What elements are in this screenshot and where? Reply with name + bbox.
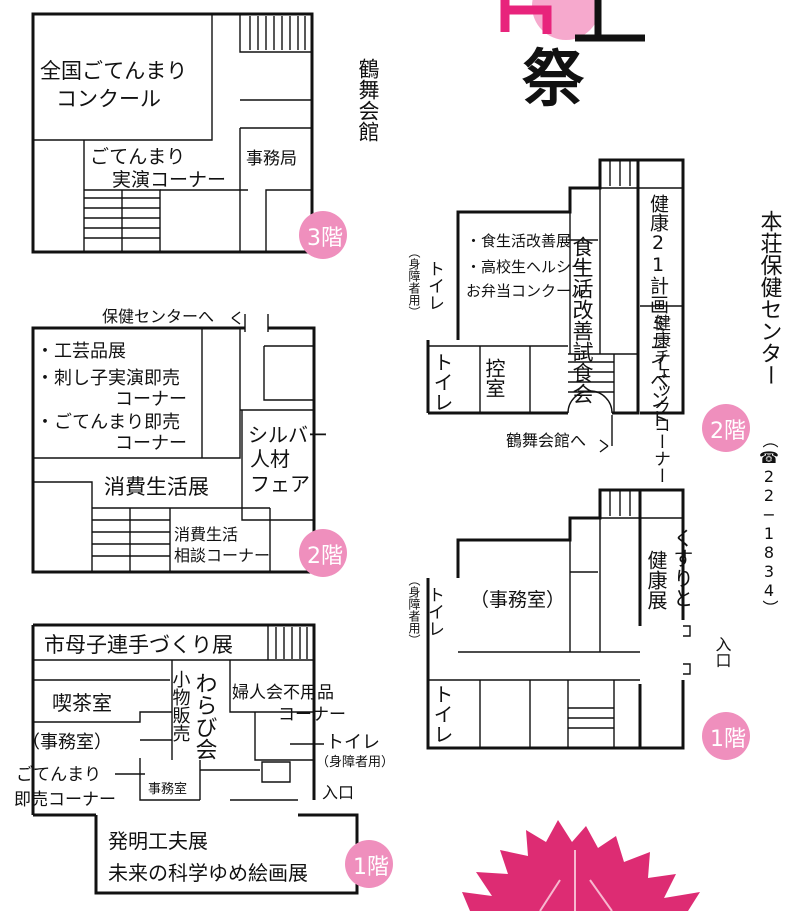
maple-leaf-illustration — [462, 820, 700, 911]
2f-consult-line2: 相談コーナー — [174, 546, 270, 565]
hc2f-toilet: トイレ — [430, 352, 454, 412]
1f-boshi: 市母子連手づくり展 — [44, 633, 233, 657]
3f-office: 事務局 — [246, 149, 297, 169]
1f-cafe: 喫茶室 — [52, 691, 112, 715]
1f-office-paren: （事務室） — [22, 732, 112, 753]
hc2f-health-check: 健康チェックコーナー — [650, 314, 671, 484]
hc-2f: ・食生活改善展 ・高校生ヘルシー お弁当コンクール トイレ （身障者用） 食生活… — [407, 158, 750, 484]
1f-fujinkai-line1: 婦人会不用品 — [232, 683, 334, 703]
hc-phone: （☎22−1834） — [759, 432, 778, 616]
title-black-char — [575, 0, 645, 42]
1f-gotenmari-line1: ごてんまり — [16, 765, 101, 785]
hc1f-medicine-line1: くすりと — [670, 528, 694, 608]
2f-consult-line1: 消費生活 — [174, 525, 238, 544]
2f-consumer: 消費生活展 — [104, 475, 209, 499]
kakubu-building-name: 鶴舞会館 — [356, 58, 380, 142]
2f-silver-line1: シルバー — [248, 423, 328, 447]
2f-badge-label: 2階 — [307, 544, 343, 569]
2f-sashiko-line1: ・刺し子実演即売 — [36, 368, 180, 389]
maple-leaf-veins — [539, 850, 613, 911]
2f-crafts: ・工芸品展 — [36, 341, 126, 362]
hc1f-badge-label: 1階 — [710, 727, 746, 752]
2f-gotenmari-line2: コーナー — [115, 433, 187, 454]
hc2f-mini-event: 健康21計画ミニイベント — [647, 194, 669, 428]
1f-office-small: 事務室 — [148, 781, 187, 797]
hc2f-tasting: 食生活改善試食会 — [570, 236, 594, 404]
3f-contest-line2: コンクール — [56, 87, 161, 111]
title-char: 祭 — [522, 42, 585, 115]
hc2f-toilet-access: トイレ — [424, 260, 444, 311]
hc2f-badge — [702, 404, 750, 452]
hc1f-office: （事務室） — [470, 589, 565, 611]
hc1f-toilet-access: トイレ — [424, 586, 444, 637]
hc2f-badge-label: 2階 — [710, 419, 746, 444]
3f-outline — [31, 12, 314, 254]
hc1f-badge — [702, 712, 750, 760]
1f-fujinkai-line2: コーナー — [278, 705, 346, 725]
1f-badge-label: 1階 — [353, 855, 389, 880]
2f-sashiko-line2: コーナー — [115, 389, 187, 410]
1f-toilet-note: （身障者用） — [316, 754, 394, 770]
hc2f-to-kakubu: 鶴舞会館へ — [506, 431, 586, 450]
1f-badge — [345, 840, 393, 888]
kakubu-2f: 保健センターへ ・工芸品展 ・刺し子実演即売 コーナー ・ごてんまり即売 コーナ… — [31, 307, 347, 577]
3f-contest-line1: 全国ごてんまり — [40, 59, 187, 83]
2f-to-health-center: 保健センターへ — [102, 307, 214, 326]
1f-wara: わらび会 — [192, 672, 218, 760]
1f-entrance: 入口 — [322, 783, 354, 802]
3f-demo-line2: 実演コーナー — [112, 169, 226, 191]
hc1f-medicine-line2: 健康展 — [644, 550, 668, 610]
kakubu-1f: 市母子連手づくり展 喫茶室 （事務室） 小物販売 わらび会 婦人会不用品 コーナ… — [14, 623, 394, 895]
title-pink-char — [500, 0, 552, 34]
festival-title: 祭 — [500, 0, 645, 115]
3f-demo-line1: ごてんまり — [90, 146, 185, 168]
hc-building-name: 本荘保健センター — [757, 210, 783, 386]
hc1f-toilet: トイレ — [430, 684, 454, 744]
2f-gotenmari-line1: ・ごてんまり即売 — [36, 412, 180, 433]
2f-silver-line2: 人材 — [250, 447, 290, 471]
hc2f-shoku1: ・食生活改善展 — [466, 232, 571, 250]
1f-invention-line1: 発明工夫展 — [108, 829, 208, 853]
kakubu-3f: 全国ごてんまり コンクール ごてんまり 実演コーナー 事務局 3階 — [31, 12, 347, 259]
hc-1f: （事務室） トイレ （身障者用） くすりと 健康展 入口 トイレ 1階 — [407, 488, 750, 760]
hc2f-toilet-access-note: （身障者用） — [407, 246, 421, 318]
hc2f-shoku2: ・高校生ヘルシー — [466, 258, 586, 276]
3f-badge-label: 3階 — [307, 226, 343, 251]
1f-goods-sale: 小物販売 — [170, 670, 191, 742]
1f-toilet: トイレ — [326, 732, 380, 753]
2f-silver-line3: フェア — [250, 472, 310, 496]
hc1f-entrance: 入口 — [713, 636, 732, 668]
1f-gotenmari-line2: 即売コーナー — [14, 790, 116, 810]
hc2f-waiting: 控室 — [482, 358, 506, 398]
1f-invention-line2: 未来の科学ゆめ絵画展 — [108, 861, 308, 885]
hc2f-shoku3: お弁当コンクール — [466, 282, 586, 300]
3f-badge — [299, 211, 347, 259]
2f-badge — [299, 529, 347, 577]
hc1f-toilet-access-note: （身障者用） — [407, 574, 421, 646]
